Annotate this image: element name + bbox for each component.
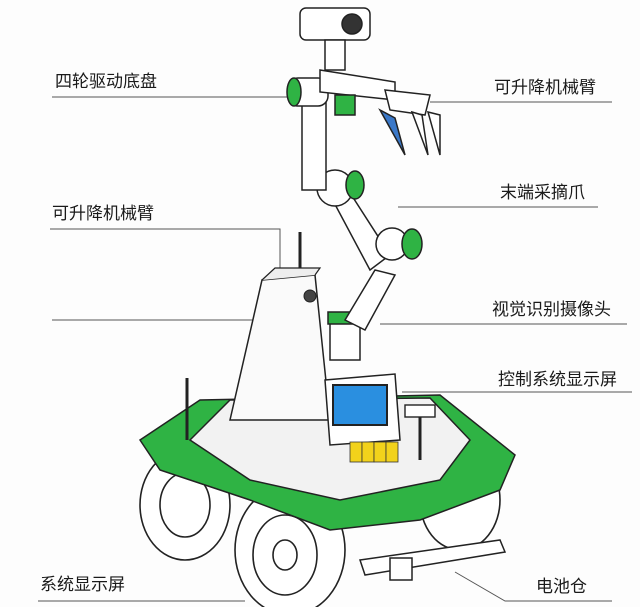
control-screen: [332, 384, 388, 426]
label-four-wheel-chassis: 四轮驱动底盘: [55, 72, 157, 92]
gripper-finger: [426, 110, 441, 156]
battery-cell: [385, 441, 399, 463]
arm-lower-segment: [343, 269, 397, 331]
bumper-bracket: [389, 557, 413, 581]
arm-shoulder-cap: [345, 170, 365, 200]
joystick: [404, 404, 436, 418]
label-battery-compartment: 电池仓: [536, 577, 587, 597]
arm-forearm: [319, 69, 396, 101]
label-lifting-arm-right: 可升降机械臂: [494, 78, 596, 98]
camera-lens: [341, 13, 363, 35]
label-control-screen: 控制系统显示屏: [498, 370, 617, 390]
battery-cell: [361, 441, 375, 463]
tower-sensor: [303, 289, 317, 303]
label-lifting-arm-left: 可升降机械臂: [52, 204, 154, 224]
arm-base: [329, 319, 361, 361]
bumper-bar: [359, 539, 507, 576]
label-vision-camera: 视觉识别摄像头: [492, 300, 611, 320]
battery-pack: [349, 441, 399, 463]
label-system-display: 系统显示屏: [40, 575, 125, 595]
robot-arm: [286, 7, 441, 361]
label-end-gripper: 末端采摘爪: [500, 183, 585, 203]
arm-upper-segment: [301, 94, 327, 191]
tower-top: [261, 267, 322, 281]
leader-lines: [38, 96, 632, 602]
gripper-finger-blue: [378, 108, 406, 156]
leader-line-battery: [454, 571, 612, 602]
camera-mount: [324, 39, 346, 71]
gripper-finger: [410, 110, 429, 156]
arm-wrist-cap: [286, 77, 302, 107]
arm-forearm-joint: [334, 94, 356, 116]
gripper: [384, 89, 431, 116]
arm-elbow-cap: [401, 228, 423, 260]
battery-cell: [373, 441, 387, 463]
wheel-front-left-hub: [272, 539, 298, 571]
front-bumper: [359, 539, 507, 581]
battery-cell: [349, 441, 363, 463]
leader-line-arm-left: [50, 228, 281, 320]
